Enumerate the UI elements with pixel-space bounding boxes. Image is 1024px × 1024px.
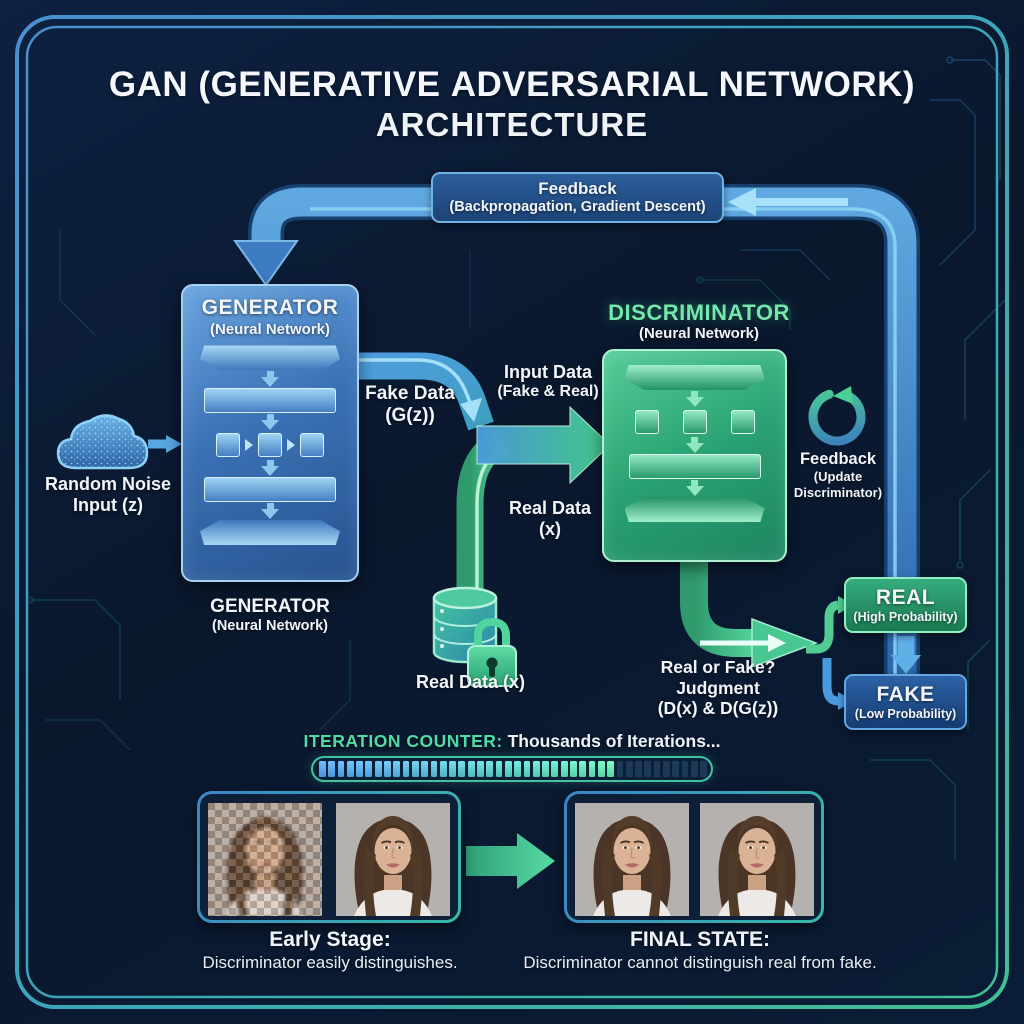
down-arrow-icon — [685, 391, 704, 407]
early-stage-real-face-image — [336, 803, 450, 916]
to-real-connector — [806, 600, 839, 654]
title-part3: ADVERSARIAL NETWORK) — [450, 65, 916, 104]
early-stage-pixelated-face-image — [208, 803, 322, 916]
feedback-loop-icon — [808, 386, 866, 446]
generator-layer — [204, 477, 336, 503]
fake-box-subtitle: (Low Probability) — [854, 706, 957, 721]
discriminator-layer — [625, 497, 765, 522]
discriminator-box — [602, 349, 787, 562]
early-to-final-arrow — [466, 833, 555, 889]
down-arrow-icon — [261, 460, 279, 477]
final-state-panel — [564, 791, 824, 923]
down-arrow-icon — [685, 480, 704, 496]
final-state-real-face-image — [700, 803, 814, 916]
judgment-pipe — [680, 556, 754, 657]
feedback-top-title: Feedback — [538, 178, 617, 198]
generator-title: GENERATOR — [201, 296, 339, 319]
real-box-title: REAL — [875, 585, 936, 609]
early-stage-caption: Early Stage: Discriminator easily distin… — [202, 928, 458, 972]
real-data-mid-label: Real Data (x) — [508, 498, 592, 540]
fake-data-label: Fake Data (G(z)) — [365, 383, 455, 427]
discriminator-subtitle: (Neural Network) — [638, 325, 760, 342]
lock-icon — [467, 617, 517, 687]
down-arrow-icon — [261, 414, 279, 431]
feedback-right-label: Feedback (Update Discriminator) — [793, 450, 883, 500]
discriminator-layer — [624, 365, 765, 390]
real-box-subtitle: (High Probability) — [853, 609, 958, 624]
generator-layer — [200, 345, 340, 371]
down-arrow-icon — [261, 503, 279, 520]
feedback-top-box: Feedback (Backpropagation, Gradient Desc… — [431, 172, 724, 223]
input-data-arrow — [476, 405, 611, 485]
to-fake-connector — [822, 658, 839, 706]
feedback-top-subtitle: (Backpropagation, Gradient Descent) — [449, 198, 706, 215]
generator-caption: GENERATOR (Neural Network) — [210, 596, 330, 635]
early-stage-panel — [197, 791, 461, 923]
final-state-caption: FINAL STATE: Discriminator cannot distin… — [523, 928, 877, 972]
page-title-line2: ARCHITECTURE — [375, 106, 649, 143]
judgment-label: Real or Fake? Judgment (D(x) & D(G(z)) — [657, 657, 779, 719]
title-part2: (GENERATIVE — [188, 65, 451, 104]
discriminator-conv-layer — [634, 410, 755, 434]
down-arrow-icon — [261, 371, 279, 388]
random-noise-label: Random Noise Input (z) — [44, 474, 172, 516]
page-title: GAN (GENERATIVE ADVERSARIAL NETWORK) — [0, 64, 1024, 105]
feedback-flow-arrow — [728, 188, 848, 216]
fake-result-box: FAKE (Low Probability) — [844, 674, 967, 730]
circuit-traces — [26, 56, 1006, 860]
iteration-counter-label: ITERATION COUNTER: — [303, 731, 503, 751]
real-result-box: REAL (High Probability) — [844, 577, 967, 633]
fake-box-title: FAKE — [876, 682, 935, 706]
real-data-icon-label: Real Data (x) — [415, 672, 526, 692]
cloud-icon — [56, 414, 149, 470]
generator-layer — [204, 388, 336, 414]
generator-subtitle: (Neural Network) — [209, 320, 331, 338]
title-part1: GAN — [108, 65, 189, 104]
real-to-fake-arrow — [891, 636, 921, 674]
generator-box: GENERATOR (Neural Network) — [181, 284, 359, 582]
iteration-counter-text: Thousands of Iterations... — [507, 731, 721, 751]
discriminator-layer — [628, 454, 761, 479]
iteration-progress-bar — [311, 756, 713, 782]
discriminator-title: DISCRIMINATOR — [608, 300, 790, 325]
noise-to-generator-arrow — [148, 435, 182, 453]
feedback-to-generator-arrowhead — [233, 240, 299, 287]
iteration-counter-row: ITERATION COUNTER: Thousands of Iteratio… — [0, 731, 1024, 752]
final-state-generated-face-image — [575, 803, 689, 916]
generator-layer — [200, 520, 340, 545]
frame-inner-ring — [25, 25, 999, 999]
generator-conv-layer — [216, 433, 324, 458]
down-arrow-icon — [685, 437, 704, 453]
frame-outer-ring — [15, 15, 1009, 1009]
input-data-label: Input Data (Fake & Real) — [497, 362, 599, 401]
